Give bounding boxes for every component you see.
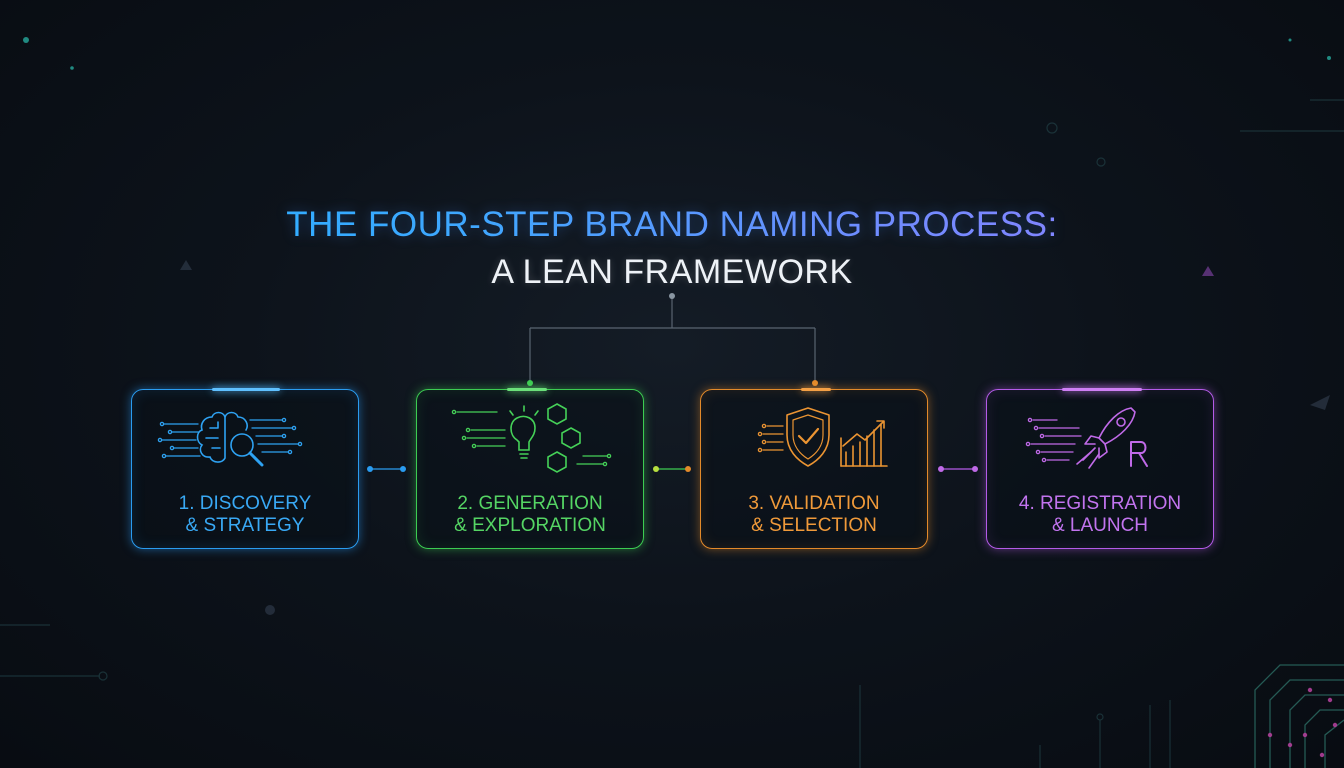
step-card-registration: 4. REGISTRATION & LAUNCH: [986, 388, 1214, 549]
card-top-glow: [1062, 388, 1142, 391]
shield-chart-icon: [701, 390, 927, 490]
step-number-title: 1. DISCOVERY: [178, 493, 312, 514]
step-card-validation: 3. VALIDATION & SELECTION: [700, 388, 928, 549]
step-card-generation: 2. GENERATION & EXPLORATION: [416, 388, 644, 549]
step-label: 3. VALIDATION & SELECTION: [701, 493, 927, 537]
step-subtitle: & SELECTION: [751, 515, 877, 536]
rocket-registered-icon: [987, 390, 1213, 490]
lightbulb-hexagons-icon: [417, 390, 643, 490]
step-label: 1. DISCOVERY & STRATEGY: [132, 493, 358, 537]
card-top-glow: [801, 388, 831, 391]
diagram-subtitle: A LEAN FRAMEWORK: [491, 253, 853, 291]
step-label: 4. REGISTRATION & LAUNCH: [987, 493, 1213, 537]
diagram-title: THE FOUR-STEP BRAND NAMING PROCESS:: [0, 205, 1344, 245]
step-card-discovery: 1. DISCOVERY & STRATEGY: [131, 388, 359, 549]
brain-magnifier-icon: [132, 390, 358, 490]
step-label: 2. GENERATION & EXPLORATION: [417, 493, 643, 537]
step-subtitle: & LAUNCH: [1051, 515, 1149, 536]
step-subtitle: & STRATEGY: [185, 515, 305, 536]
step-subtitle: & EXPLORATION: [454, 515, 606, 536]
step-number-title: 2. GENERATION: [457, 493, 603, 514]
card-top-glow: [212, 388, 280, 391]
step-number-title: 3. VALIDATION: [748, 493, 880, 514]
step-number-title: 4. REGISTRATION: [1018, 493, 1182, 514]
card-top-glow: [507, 388, 547, 391]
